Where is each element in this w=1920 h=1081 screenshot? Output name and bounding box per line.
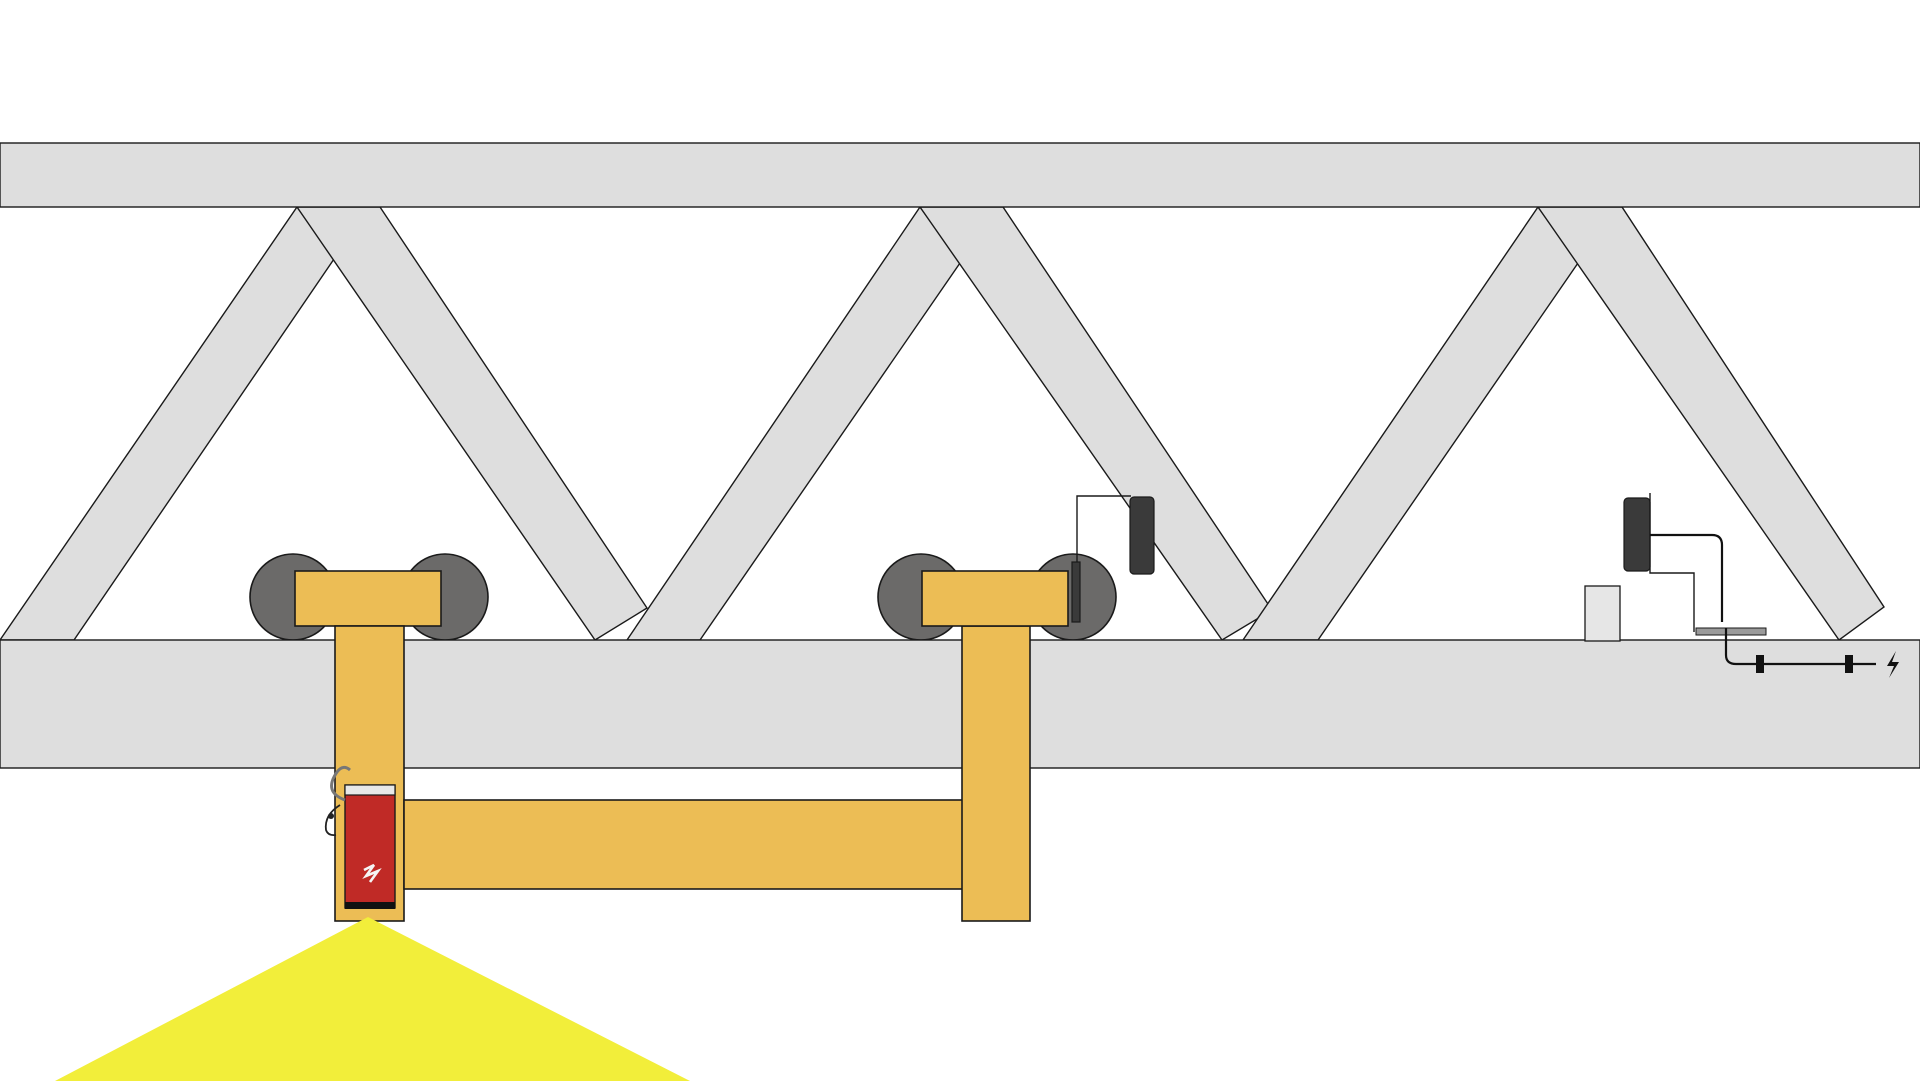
sensor-unit-right-trolley — [1071, 495, 1155, 623]
sensor-mount-plate — [1071, 561, 1081, 623]
trolley-right-post — [961, 625, 1031, 922]
camera-cable-clip — [328, 813, 334, 819]
end-sensor-assembly — [1584, 493, 1899, 678]
camera-hook-icon — [330, 765, 351, 802]
sensor-cable — [1650, 533, 1724, 622]
camera-trolley — [294, 570, 1069, 922]
power-cable — [1724, 628, 1876, 666]
zigzag-logo-icon — [362, 863, 382, 883]
camera-cable — [324, 804, 341, 837]
end-sensor-bracket — [1649, 493, 1695, 632]
camera-light-cone — [55, 917, 690, 1081]
end-sensor-head — [1623, 497, 1651, 572]
camera-device — [324, 765, 396, 909]
camera-lens-strip — [345, 902, 395, 909]
camera-body — [344, 784, 396, 909]
cable-connector — [1845, 655, 1853, 673]
truss-diagonals — [0, 205, 1885, 641]
truss-diagonal — [1241, 205, 1579, 641]
trolley-crossbar — [403, 799, 965, 890]
trolley-left-top-block — [294, 570, 442, 627]
sensor-head — [1129, 496, 1155, 575]
truss-top-chord — [0, 142, 1920, 208]
truss-diagonal — [1536, 206, 1885, 641]
lightning-bolt-icon — [1887, 651, 1899, 678]
camera-top-cap — [344, 784, 396, 796]
sensor-mount-bracket — [1076, 495, 1131, 570]
end-sensor-base — [1695, 627, 1767, 636]
truss-bottom-chord — [0, 639, 1920, 769]
cable-connector — [1756, 655, 1764, 673]
junction-box — [1584, 585, 1621, 642]
trolley-right-top-block — [921, 570, 1069, 627]
